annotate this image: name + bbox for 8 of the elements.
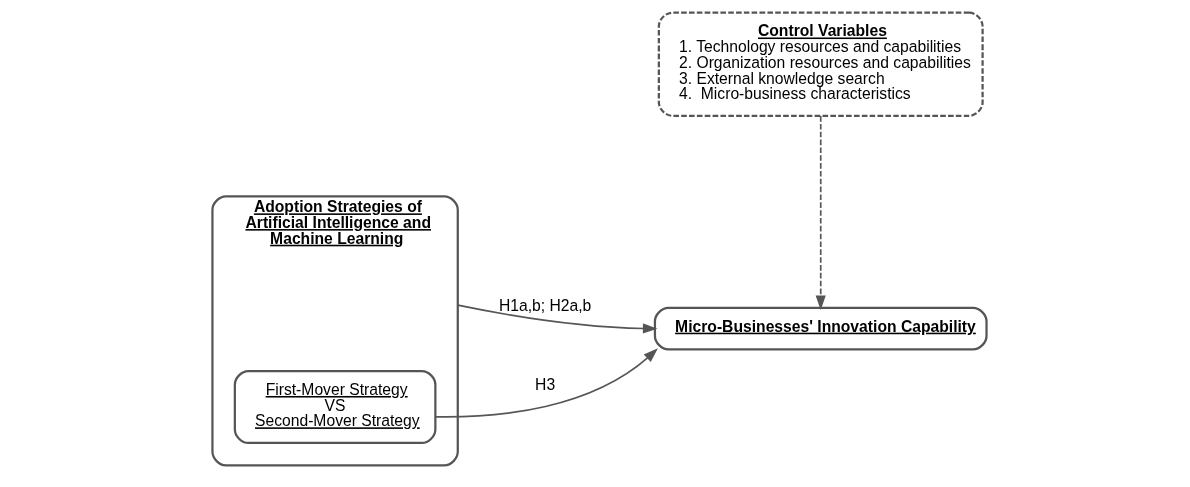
node-box: Control Variables 1. Technology resources and capabilities 2. Organization resources and capabilities 3. External knowledge search 4. Micro-business characteristics bbox=[657, 11, 984, 117]
node-box: First-Mover Strategy VS Second-Mover Strategy bbox=[233, 370, 437, 444]
edge-label: H3 bbox=[535, 376, 556, 394]
arrow bbox=[456, 304, 658, 334]
arrow bbox=[815, 115, 826, 310]
arrow bbox=[434, 348, 658, 418]
node-box: Micro-Businesses' Innovation Capability bbox=[653, 306, 988, 351]
edge-label: H1a,b; H2a,b bbox=[498, 296, 592, 314]
